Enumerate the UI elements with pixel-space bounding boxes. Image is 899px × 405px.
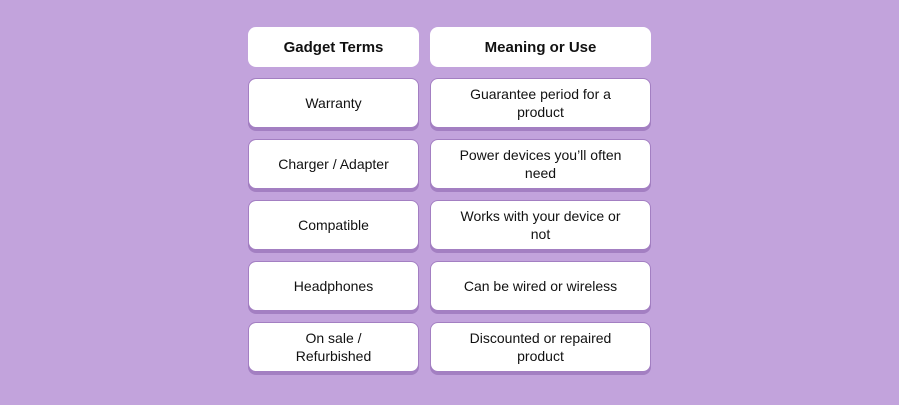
term-cell: Compatible — [248, 200, 419, 250]
meaning-cell: Power devices you’ll often need — [430, 139, 651, 189]
header-gadget-terms: Gadget Terms — [248, 27, 419, 67]
meaning-cell: Works with your device or not — [430, 200, 651, 250]
meaning-cell: Can be wired or wireless — [430, 261, 651, 311]
meaning-cell: Guarantee period for a product — [430, 78, 651, 128]
term-cell: Headphones — [248, 261, 419, 311]
header-meaning-or-use: Meaning or Use — [430, 27, 651, 67]
header-row: Gadget Terms Meaning or Use — [248, 27, 651, 67]
gadget-terms-table: Gadget Terms Meaning or Use Warranty Gua… — [248, 27, 651, 383]
table-row: Headphones Can be wired or wireless — [248, 261, 651, 311]
term-cell: On sale / Refurbished — [248, 322, 419, 372]
table-row: Compatible Works with your device or not — [248, 200, 651, 250]
table-row: On sale / Refurbished Discounted or repa… — [248, 322, 651, 372]
term-cell: Charger / Adapter — [248, 139, 419, 189]
table-row: Warranty Guarantee period for a product — [248, 78, 651, 128]
term-cell: Warranty — [248, 78, 419, 128]
meaning-cell: Discounted or repaired product — [430, 322, 651, 372]
table-row: Charger / Adapter Power devices you’ll o… — [248, 139, 651, 189]
